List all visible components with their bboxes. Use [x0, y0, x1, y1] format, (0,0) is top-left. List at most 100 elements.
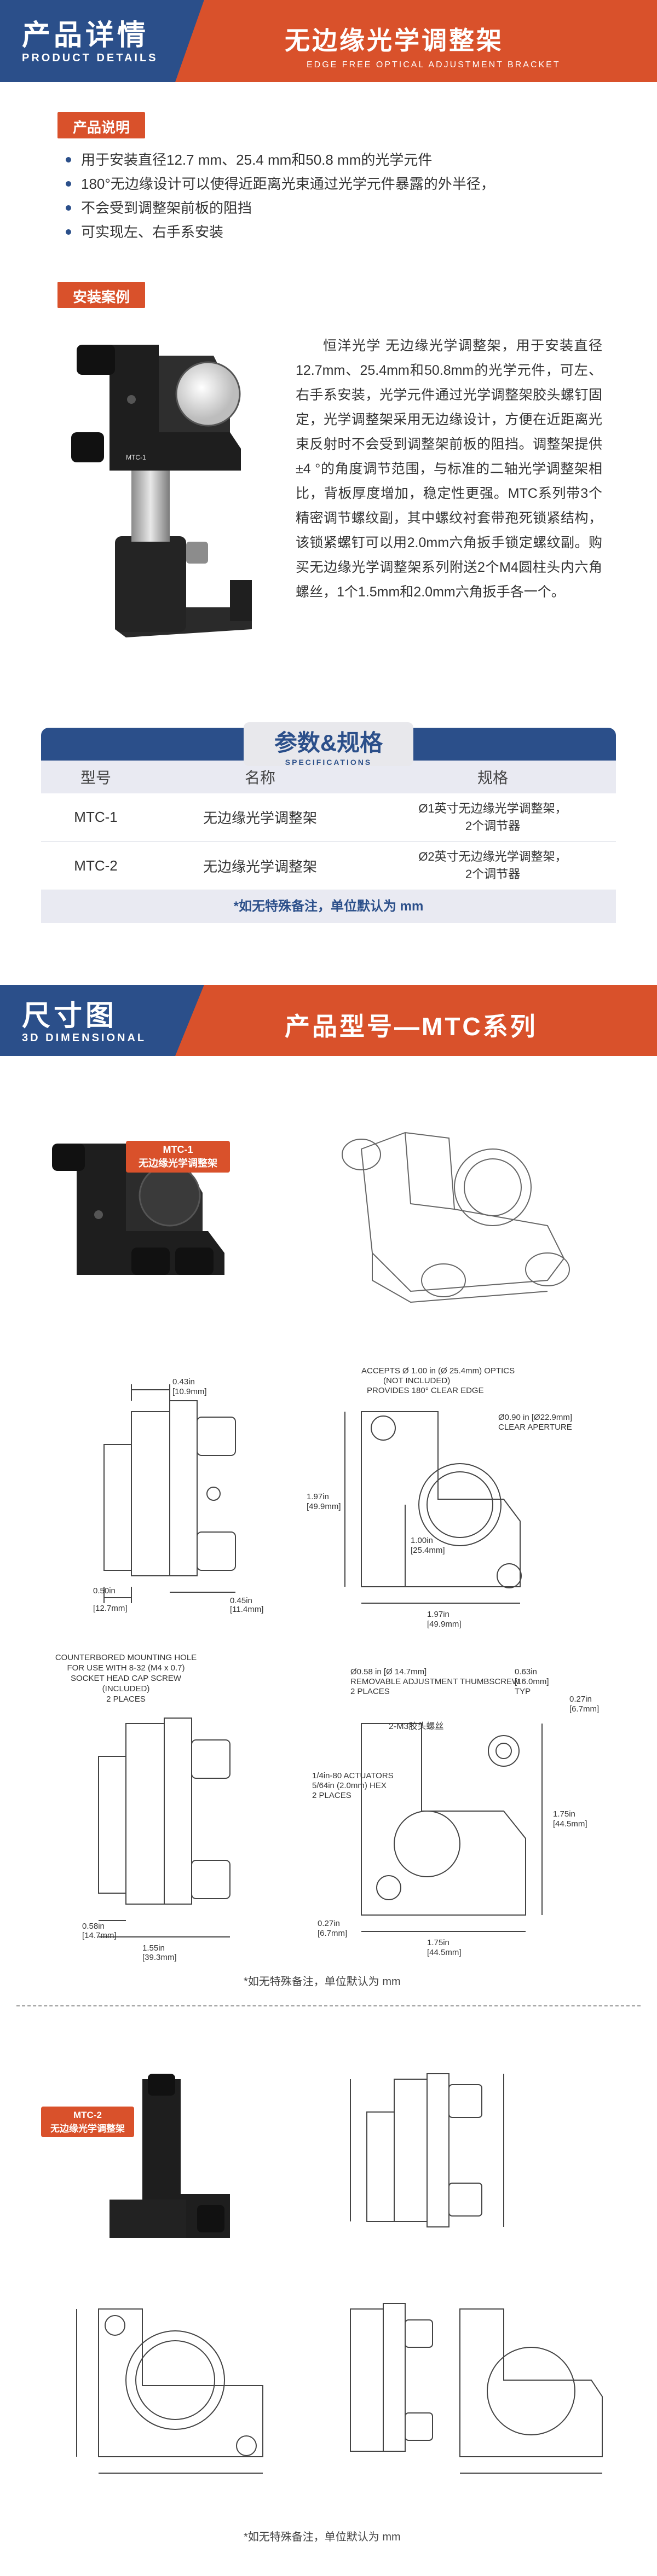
mtc2-side-drawing [350, 2073, 504, 2227]
banner-product-subtitle: EDGE FREE OPTICAL ADJUSTMENT BRACKET [307, 60, 561, 69]
intro-bullet: 可实现左、右手系安装 [66, 220, 613, 244]
dim-label: (INCLUDED) [102, 1684, 150, 1693]
mtc1-label: MTC-1 无边缘光学调整架 [126, 1141, 230, 1173]
dim-label: [6.7mm] [569, 1704, 599, 1714]
row-name: 无边缘光学调整架 [151, 842, 370, 890]
dim-label: 2-M3胶头螺丝 [389, 1721, 443, 1731]
spec-col-name: 名称 [151, 761, 370, 793]
dim-label: 0.43in [172, 1377, 195, 1386]
dim-label: [49.9mm] [427, 1620, 462, 1629]
dim-label: 0.63in [515, 1667, 537, 1676]
section-divider [16, 2005, 641, 2006]
spec-note: *如无特殊备注，单位默认为 mm [41, 890, 616, 923]
dim-label: ACCEPTS Ø 1.00 in (Ø 25.4mm) OPTICS [361, 1366, 515, 1376]
dim-label: [39.3mm] [142, 1953, 177, 1962]
dim-label: [25.4mm] [411, 1546, 445, 1555]
dim-label: 0.58in [82, 1922, 105, 1931]
mtc1-iso-drawing [342, 1132, 570, 1303]
mtc1-side-drawing: 0.43in [10.9mm] 0.50in [12.7mm] 0.45in [… [93, 1377, 263, 1614]
row-spec-line2: 2个调节器 [465, 819, 521, 833]
table-row: MTC-1 无边缘光学调整架 Ø1英寸无边缘光学调整架， 2个调节器 [41, 793, 616, 842]
table-row: MTC-2 无边缘光学调整架 Ø2英寸无边缘光学调整架， 2个调节器 [41, 842, 616, 890]
dim-label: 1.00in [411, 1536, 433, 1545]
dim-label: 1.75in [427, 1938, 449, 1947]
dim-label: Ø0.90 in [Ø22.9mm] [498, 1413, 572, 1422]
row-spec-line1: Ø2英寸无边缘光学调整架， [418, 850, 567, 863]
dim-label: [14.7mm] [82, 1931, 117, 1940]
dim-label: [12.7mm] [93, 1604, 128, 1613]
row-spec-line2: 2个调节器 [465, 867, 521, 881]
spec-col-model: 型号 [41, 761, 151, 793]
spec-col-spec: 规格 [370, 761, 616, 793]
banner2-title-en: 3D DIMENSIONAL [22, 1032, 147, 1044]
banner2-product-title: 产品型号—MTC系列 [285, 1012, 538, 1041]
row-model: MTC-2 [41, 842, 151, 890]
intro-bullets: 用于安装直径12.7 mm、25.4 mm和50.8 mm的光学元件 180°无… [66, 148, 613, 244]
dim-label: 1.55in [142, 1943, 165, 1953]
mtc1-front-drawing: ACCEPTS Ø 1.00 in (Ø 25.4mm) OPTICS (NOT… [307, 1366, 572, 1629]
product-photo-mtc1: MTC-1 [49, 323, 279, 662]
banner-right-block [175, 0, 657, 82]
svg-text:MTC-1: MTC-1 [126, 454, 146, 461]
dim-label: TYP [515, 1687, 531, 1696]
row-spec-line1: Ø1英寸无边缘光学调整架， [418, 801, 567, 815]
dim-label: REMOVABLE ADJUSTMENT THUMBSCREW [350, 1677, 520, 1686]
spec-table: 型号 名称 规格 MTC-1 无边缘光学调整架 Ø1英寸无边缘光学调整架， 2个调… [41, 761, 616, 890]
dim-label: 1/4in-80 ACTUATORS [312, 1771, 394, 1780]
intro-bullet: 不会受到调整架前板的阻挡 [66, 196, 613, 220]
dim-label: 5/64in (2.0mm) HEX [312, 1781, 387, 1790]
intro-bullet: 用于安装直径12.7 mm、25.4 mm和50.8 mm的光学元件 [66, 148, 613, 172]
mtc2-unit-caption: *如无特殊备注，单位默认为 mm [244, 2531, 401, 2543]
banner-title-cn: 产品详情 [22, 20, 149, 51]
dim-label: 0.27in [318, 1919, 340, 1928]
dim-label: 0.45in [230, 1596, 252, 1605]
case-description: 恒洋光学 无边缘光学调整架，用于安装直径12.7mm、25.4mm和50.8mm… [296, 338, 602, 600]
dim-label: 1.75in [553, 1809, 575, 1819]
dim-label: 1.97in [307, 1492, 329, 1501]
row-spec: Ø2英寸无边缘光学调整架， 2个调节器 [370, 842, 616, 890]
dim-label: 1.97in [427, 1610, 449, 1619]
mtc2-label-model: MTC-2 [73, 2110, 102, 2120]
dimensional-banner: 尺寸图 3D DIMENSIONAL 产品型号—MTC系列 [0, 985, 657, 1056]
product-details-banner: 产品详情 PRODUCT DETAILS 无边缘光学调整架 EDGE FREE … [0, 0, 657, 82]
mtc1-label-model: MTC-1 [163, 1144, 193, 1155]
dim-label: Ø0.58 in [Ø 14.7mm] [350, 1667, 427, 1676]
dim-label: 2 PLACES [350, 1687, 390, 1696]
mtc1-rear-drawing: Ø0.58 in [Ø 14.7mm] REMOVABLE ADJUSTMENT… [312, 1667, 599, 1957]
banner-title-en: PRODUCT DETAILS [22, 52, 158, 64]
dim-label: 0.50in [93, 1586, 116, 1596]
dim-label: (NOT INCLUDED) [383, 1376, 450, 1385]
dim-label: 2 PLACES [312, 1791, 351, 1800]
dim-label: [6.7mm] [318, 1929, 347, 1938]
dim-label: CLEAR APERTURE [498, 1423, 572, 1432]
row-model: MTC-1 [41, 793, 151, 842]
dim-label: COUNTERBORED MOUNTING HOLE [55, 1653, 197, 1662]
banner2-right-block [175, 985, 657, 1056]
row-spec: Ø1英寸无边缘光学调整架， 2个调节器 [370, 793, 616, 842]
mtc1-label-name: 无边缘光学调整架 [139, 1158, 217, 1169]
dim-label: [44.5mm] [427, 1948, 462, 1957]
row-name: 无边缘光学调整架 [151, 793, 370, 842]
spec-header-bar: 参数&规格 SPECIFICATIONS [41, 722, 616, 767]
spec-table-wrapper: 参数&规格 SPECIFICATIONS 型号 名称 规格 MTC-1 无边缘光… [41, 722, 616, 923]
spec-title-cn: 参数&规格 [274, 730, 383, 756]
case-tag: 安装案例 [57, 282, 146, 308]
intro-tag: 产品说明 [57, 112, 146, 138]
mtc2-rear-drawing [350, 2303, 603, 2474]
intro-bullet-cont: 不会受到调整架前板的阻挡 [81, 200, 252, 216]
product-photo-mtc2 [77, 2068, 241, 2249]
mtc2-label-name: 无边缘光学调整架 [50, 2124, 125, 2134]
dim-label: [10.9mm] [172, 1387, 207, 1396]
mtc1-mounting-note: COUNTERBORED MOUNTING HOLE FOR USE WITH … [38, 1652, 214, 1704]
spec-title-en: SPECIFICATIONS [285, 758, 372, 767]
dim-label: [16.0mm] [515, 1677, 549, 1686]
mtc1-side2-drawing: 0.58in [14.7mm] 1.55in [39.3mm] [82, 1718, 230, 1962]
dim-label: [49.9mm] [307, 1502, 341, 1511]
dim-label: SOCKET HEAD CAP SCREW [71, 1674, 181, 1683]
dim-label: 0.27in [569, 1695, 592, 1704]
spec-title-tab: 参数&规格 SPECIFICATIONS [244, 722, 413, 767]
mtc1-unit-caption: *如无特殊备注，单位默认为 mm [244, 1976, 401, 1988]
banner-product-title: 无边缘光学调整架 [285, 26, 504, 55]
banner2-title-cn: 尺寸图 [22, 1000, 118, 1032]
dim-label: PROVIDES 180° CLEAR EDGE [367, 1386, 484, 1395]
